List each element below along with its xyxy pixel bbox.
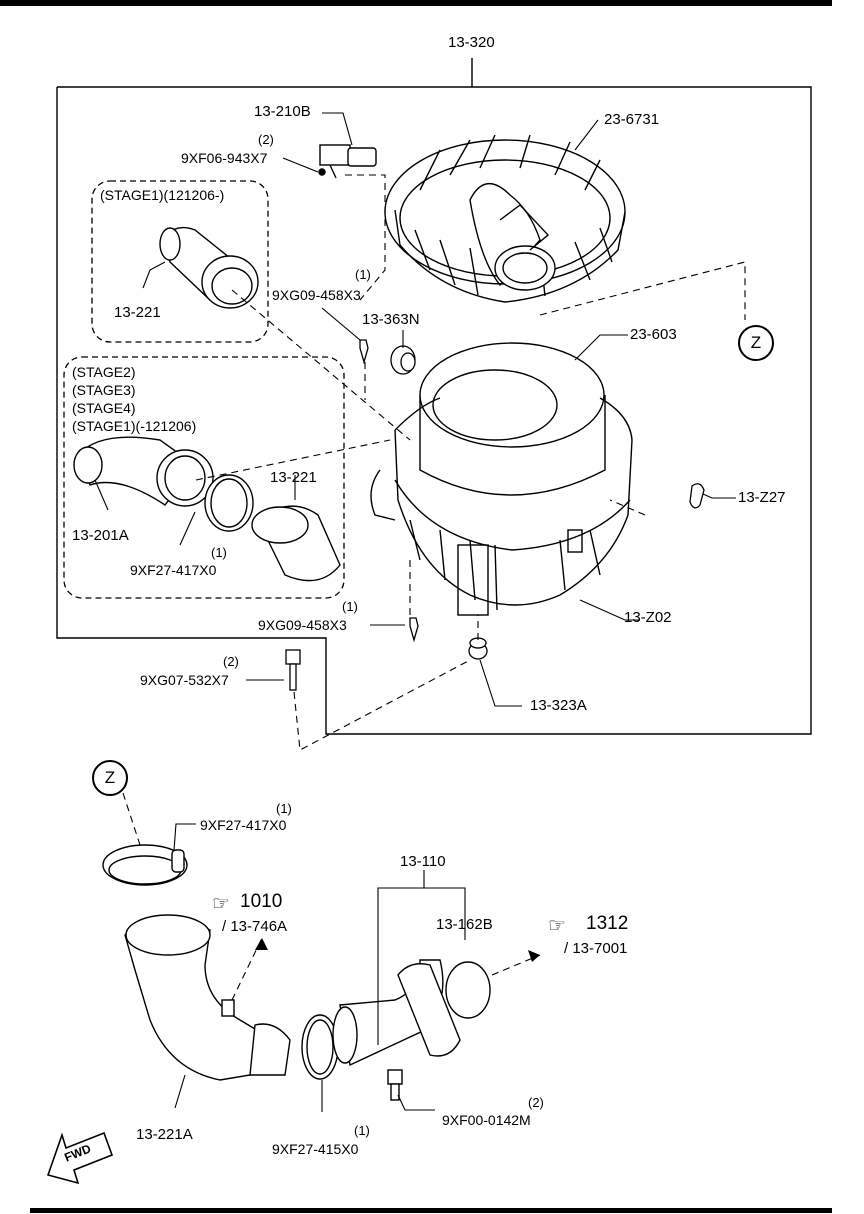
fwd-arrow-icon — [46, 1131, 114, 1185]
top-rule — [0, 0, 832, 6]
stage1-heading: (STAGE1)(121206-) — [100, 187, 225, 203]
stage2-heading-3: (STAGE4) — [72, 400, 136, 416]
zoom-marker-z-top: Z — [738, 325, 774, 361]
part-label-13-363N: 13-363N — [362, 311, 420, 328]
arrow-heads — [255, 938, 540, 962]
part-label-13-Z27: 13-Z27 — [738, 489, 786, 506]
part-label-13-210B: 13-210B — [254, 103, 311, 120]
stage2-heading-4: (STAGE1)(-121206) — [72, 418, 197, 434]
qty-screw-a: (1) — [355, 267, 371, 282]
ref-1312-number: 1312 — [586, 913, 629, 934]
stage1-part-label: 13-221 — [114, 304, 161, 321]
assembly-frame — [56, 58, 812, 735]
dashed-links — [122, 174, 746, 1001]
qty-screw-b: (1) — [342, 599, 358, 614]
qty-bolt: (2) — [223, 654, 239, 669]
ref-1010-number: 1010 — [240, 891, 283, 912]
sensor-drawing — [318, 144, 377, 179]
qty-sensor-screw: (2) — [258, 132, 274, 147]
bottom-assembly-drawing — [102, 844, 491, 1101]
upper-case-drawing — [384, 134, 626, 303]
stage2-heading-2: (STAGE3) — [72, 382, 136, 398]
part-label-intake-bolt: 9XF00-0142M — [442, 1112, 531, 1128]
qty-stage2-clamp: (1) — [211, 545, 227, 560]
part-label-13-Z02: 13-Z02 — [624, 609, 672, 626]
lower-case-drawing — [370, 397, 633, 616]
part-label-13-201A: 13-201A — [72, 527, 129, 544]
part-label-13-221-stage2: 13-221 — [270, 469, 317, 486]
stage1-group-box — [91, 180, 269, 343]
part-label-9XF27-417X0-stage2: 9XF27-417X0 — [130, 562, 217, 578]
part-label-sensor-screw: 9XF06-943X7 — [181, 150, 268, 166]
stage2-heading-1: (STAGE2) — [72, 364, 136, 380]
qty-clamp-b: (1) — [354, 1123, 370, 1138]
small-parts — [285, 339, 705, 691]
qty-intake-bolt: (2) — [528, 1095, 544, 1110]
ref-1312-part: / 13-7001 — [564, 940, 628, 957]
leader-lines — [94, 112, 736, 1112]
ref-1010-part: / 13-746A — [222, 918, 288, 935]
pointing-hand-icon: ☞ — [212, 893, 230, 915]
part-label-13-110: 13-110 — [400, 853, 446, 870]
zoom-marker-z-bottom: Z — [92, 760, 128, 796]
stage2-parts-drawing — [73, 436, 341, 582]
pointing-hand-icon-2: ☞ — [548, 915, 566, 937]
part-label-23-603: 23-603 — [630, 326, 677, 343]
part-label-clamp-z: 9XF27-417X0 — [200, 817, 287, 833]
assembly-label: 13-320 — [448, 34, 495, 51]
part-label-bolt: 9XG07-532X7 — [140, 672, 229, 688]
stage2-group-box — [63, 356, 345, 599]
part-label-13-323A: 13-323A — [530, 697, 587, 714]
part-label-13-162B: 13-162B — [436, 916, 493, 933]
part-label-screw-a: 9XG09-458X3 — [272, 287, 361, 303]
part-label-13-221A: 13-221A — [136, 1126, 193, 1143]
part-label-clamp-b: 9XF27-415X0 — [272, 1141, 359, 1157]
qty-clamp-z: (1) — [276, 801, 292, 816]
part-label-screw-b: 9XG09-458X3 — [258, 617, 347, 633]
part-label-23-6731: 23-6731 — [604, 111, 660, 128]
filter-element-drawing — [419, 342, 606, 496]
stage1-duct-drawing — [159, 226, 259, 309]
bottom-rule — [30, 1208, 832, 1213]
